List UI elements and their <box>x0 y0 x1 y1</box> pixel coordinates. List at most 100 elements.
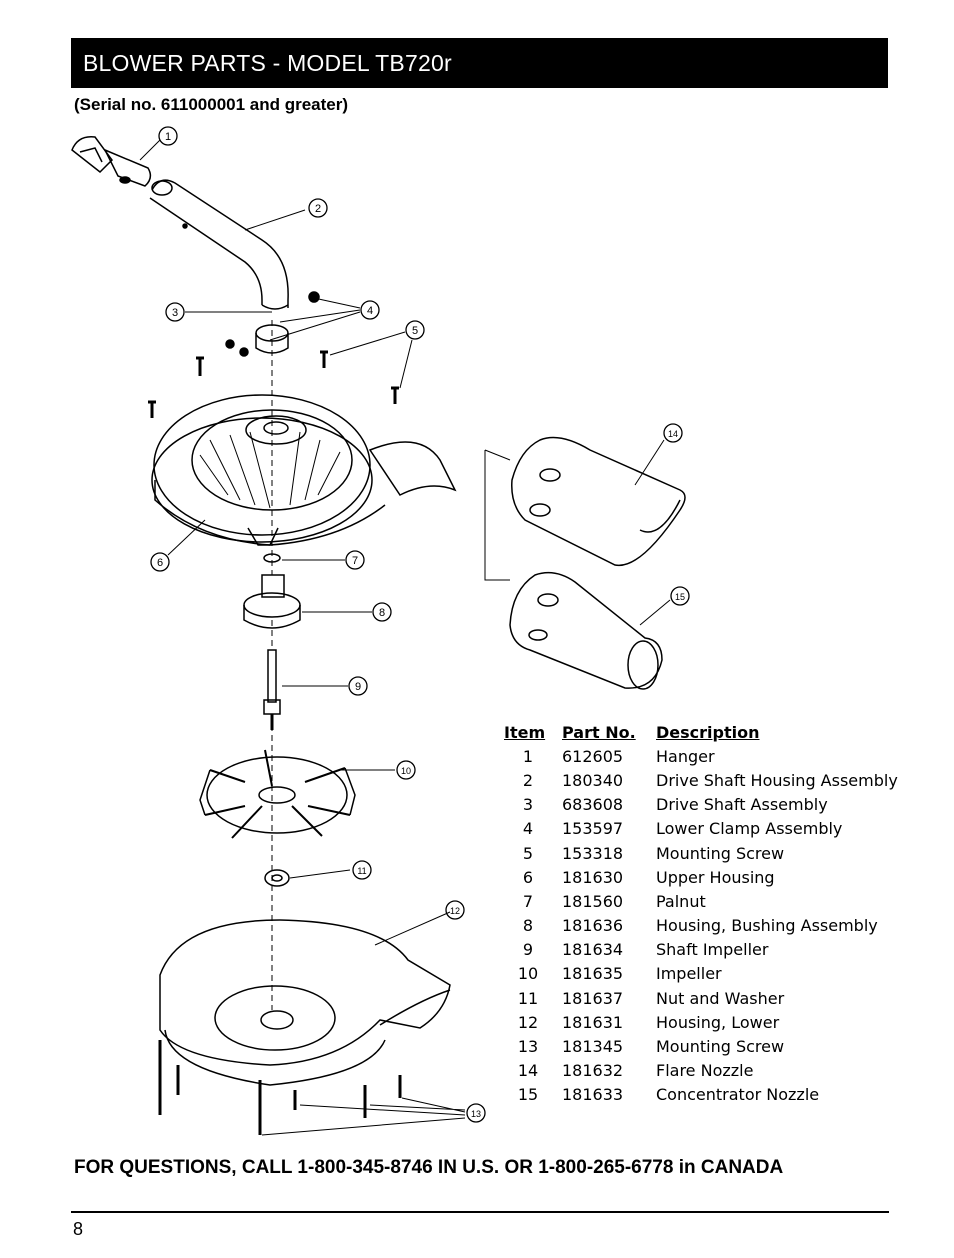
table-row: 1 612605 Hanger <box>500 744 896 768</box>
hanger-part <box>71 136 152 187</box>
table-row: 3 683608 Drive Shaft Assembly <box>500 793 896 817</box>
part-number-cell: 181560 <box>562 891 624 911</box>
table-row: 10 181635 Impeller <box>500 962 896 986</box>
table-header: Item Part No. Description <box>500 720 896 744</box>
part-number-cell: 181631 <box>562 1012 624 1032</box>
leader-lines <box>139 139 671 1136</box>
callout-label: 15 <box>675 592 685 602</box>
description-cell: Drive Shaft Housing Assembly <box>656 770 898 790</box>
description-cell: Lower Clamp Assembly <box>656 819 843 839</box>
table-row: 14 181632 Flare Nozzle <box>500 1059 896 1083</box>
description-cell: Upper Housing <box>656 867 775 887</box>
page-number: 8 <box>73 1219 84 1239</box>
item-cell: 9 <box>522 940 534 960</box>
item-cell: 4 <box>522 819 534 839</box>
part-number-cell: 181632 <box>562 1061 624 1081</box>
part-number-cell: 153597 <box>562 819 624 839</box>
description-cell: Mounting Screw <box>656 843 785 863</box>
description-cell: Housing, Lower <box>656 1012 780 1032</box>
impeller-part <box>199 749 356 839</box>
part-number-cell: 181633 <box>562 1085 624 1105</box>
item-cell: 1 <box>522 746 534 766</box>
part-number-cell: 180340 <box>562 770 624 790</box>
callout-label: 14 <box>668 429 678 439</box>
item-cell: 6 <box>522 867 534 887</box>
item-cell: 14 <box>517 1061 539 1081</box>
callout-label: 3 <box>172 307 178 319</box>
table-row: 9 181634 Shaft Impeller <box>500 938 896 962</box>
item-cell: 5 <box>522 843 534 863</box>
part-number-cell: 181630 <box>562 867 624 887</box>
description-cell: Shaft Impeller <box>656 940 769 960</box>
page-title: BLOWER PARTS - MODEL TB720r <box>83 49 452 76</box>
table-row: 4 153597 Lower Clamp Assembly <box>500 817 896 841</box>
callout-markers <box>150 126 690 1123</box>
description-cell: Impeller <box>656 964 722 984</box>
item-cell: 2 <box>522 770 534 790</box>
description-cell: Concentrator Nozzle <box>656 1085 820 1105</box>
table-row: 2 180340 Drive Shaft Housing Assembly <box>500 768 898 792</box>
callout-label: 5 <box>412 325 418 337</box>
table-body: 1 612605 Hanger 2 180340 Drive Shaft Housing … <box>500 744 898 1107</box>
drive-shaft-housing-part <box>149 179 289 310</box>
callout-label: 13 <box>471 1109 481 1119</box>
part-number-cell: 181637 <box>562 988 624 1008</box>
upper-housing-part <box>151 394 457 546</box>
part-number-cell: 153318 <box>562 843 624 863</box>
callout-label: 9 <box>355 681 361 693</box>
item-cell: 13 <box>517 1037 539 1057</box>
description-cell: Nut and Washer <box>656 988 785 1008</box>
part-number-cell: 181345 <box>562 1037 624 1057</box>
table-row: 12 181631 Housing, Lower <box>500 1010 896 1034</box>
callout-label: 12 <box>450 906 460 916</box>
item-cell: 8 <box>522 916 534 936</box>
part-number-cell: 181636 <box>562 916 624 936</box>
concentrator-nozzle-part <box>509 571 663 690</box>
part-number-cell: 612605 <box>562 746 624 766</box>
item-cell: 7 <box>522 891 534 911</box>
description-cell: Housing, Bushing Assembly <box>656 916 878 936</box>
part-number-cell: 181634 <box>562 940 624 960</box>
table-row: 15 181633 Concentrator Nozzle <box>500 1083 896 1107</box>
description-cell: Mounting Screw <box>656 1037 785 1057</box>
item-cell: 11 <box>517 988 539 1008</box>
table-row: 13 181345 Mounting Screw <box>500 1034 896 1058</box>
callout-label: 7 <box>352 555 358 567</box>
callout-label: 6 <box>157 557 163 569</box>
nut-and-washer-part <box>264 869 290 887</box>
item-column-header: Item <box>504 722 546 742</box>
callout-label: 2 <box>315 203 321 215</box>
description-cell: Flare Nozzle <box>656 1061 754 1081</box>
part-column-header: Part No. <box>562 722 636 742</box>
table-row: 5 153318 Mounting Screw <box>500 841 896 865</box>
callout-label: 1 <box>165 131 171 143</box>
item-cell: 10 <box>517 964 539 984</box>
item-cell: 12 <box>517 1012 539 1032</box>
description-cell: Drive Shaft Assembly <box>656 795 828 815</box>
serial-note: (Serial no. 611000001 and greater) <box>74 95 349 114</box>
callout-label: 4 <box>367 305 373 317</box>
lower-housing-part <box>159 919 451 1086</box>
mounting-screws-part <box>158 1040 402 1135</box>
callout-label: 8 <box>379 607 385 619</box>
table-row: 11 181637 Nut and Washer <box>500 986 896 1010</box>
table-row: 7 181560 Palnut <box>500 889 896 913</box>
table-row: 8 181636 Housing, Bushing Assembly <box>500 914 896 938</box>
table-row: 6 181630 Upper Housing <box>500 865 896 889</box>
description-cell: Hanger <box>656 746 715 766</box>
description-cell: Palnut <box>656 891 706 911</box>
part-number-cell: 683608 <box>562 795 624 815</box>
callout-label: 11 <box>357 866 366 876</box>
contact-footer: FOR QUESTIONS, CALL 1-800-345-8746 IN U.… <box>74 1157 784 1178</box>
item-cell: 3 <box>522 795 534 815</box>
shaft-assembly-part <box>243 553 301 730</box>
part-number-cell: 181635 <box>562 964 624 984</box>
item-cell: 15 <box>517 1085 539 1105</box>
description-column-header: Description <box>656 722 760 742</box>
footer-divider <box>71 1211 889 1213</box>
header-bar: BLOWER PARTS - MODEL TB720r <box>71 38 888 88</box>
flare-nozzle-part <box>511 436 686 567</box>
callout-label: 10 <box>401 766 411 776</box>
